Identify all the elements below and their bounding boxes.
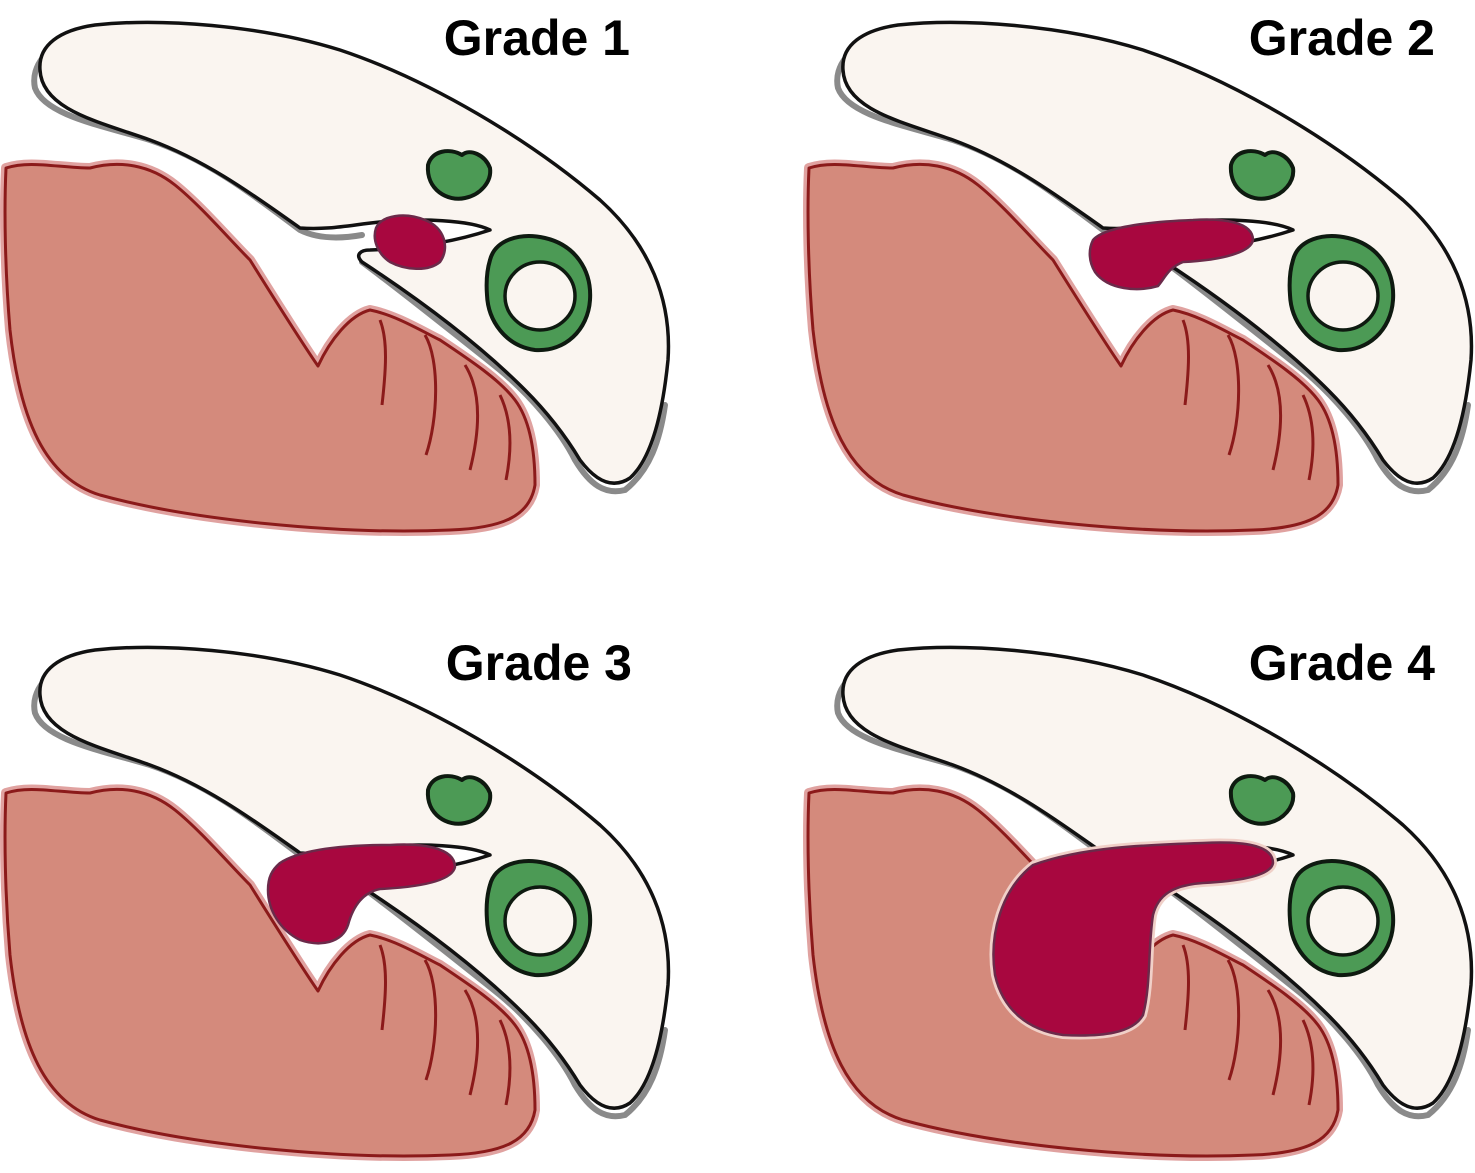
hemorrhage (373, 214, 447, 270)
hemorrhage (266, 843, 457, 945)
panel-grade-1: Grade 1 (5, 10, 668, 531)
hemorrhage (992, 841, 1275, 1037)
panel-grade-2: Grade 2 (808, 10, 1471, 531)
grade-label: Grade 2 (1249, 10, 1435, 66)
panel-grade-3: Grade 3 (5, 635, 668, 1156)
grade-label: Grade 3 (446, 635, 632, 691)
grade-label: Grade 4 (1249, 635, 1435, 691)
hemorrhage (1088, 218, 1255, 291)
panel-grade-4: Grade 4 (808, 635, 1471, 1156)
grade-label: Grade 1 (444, 10, 630, 66)
